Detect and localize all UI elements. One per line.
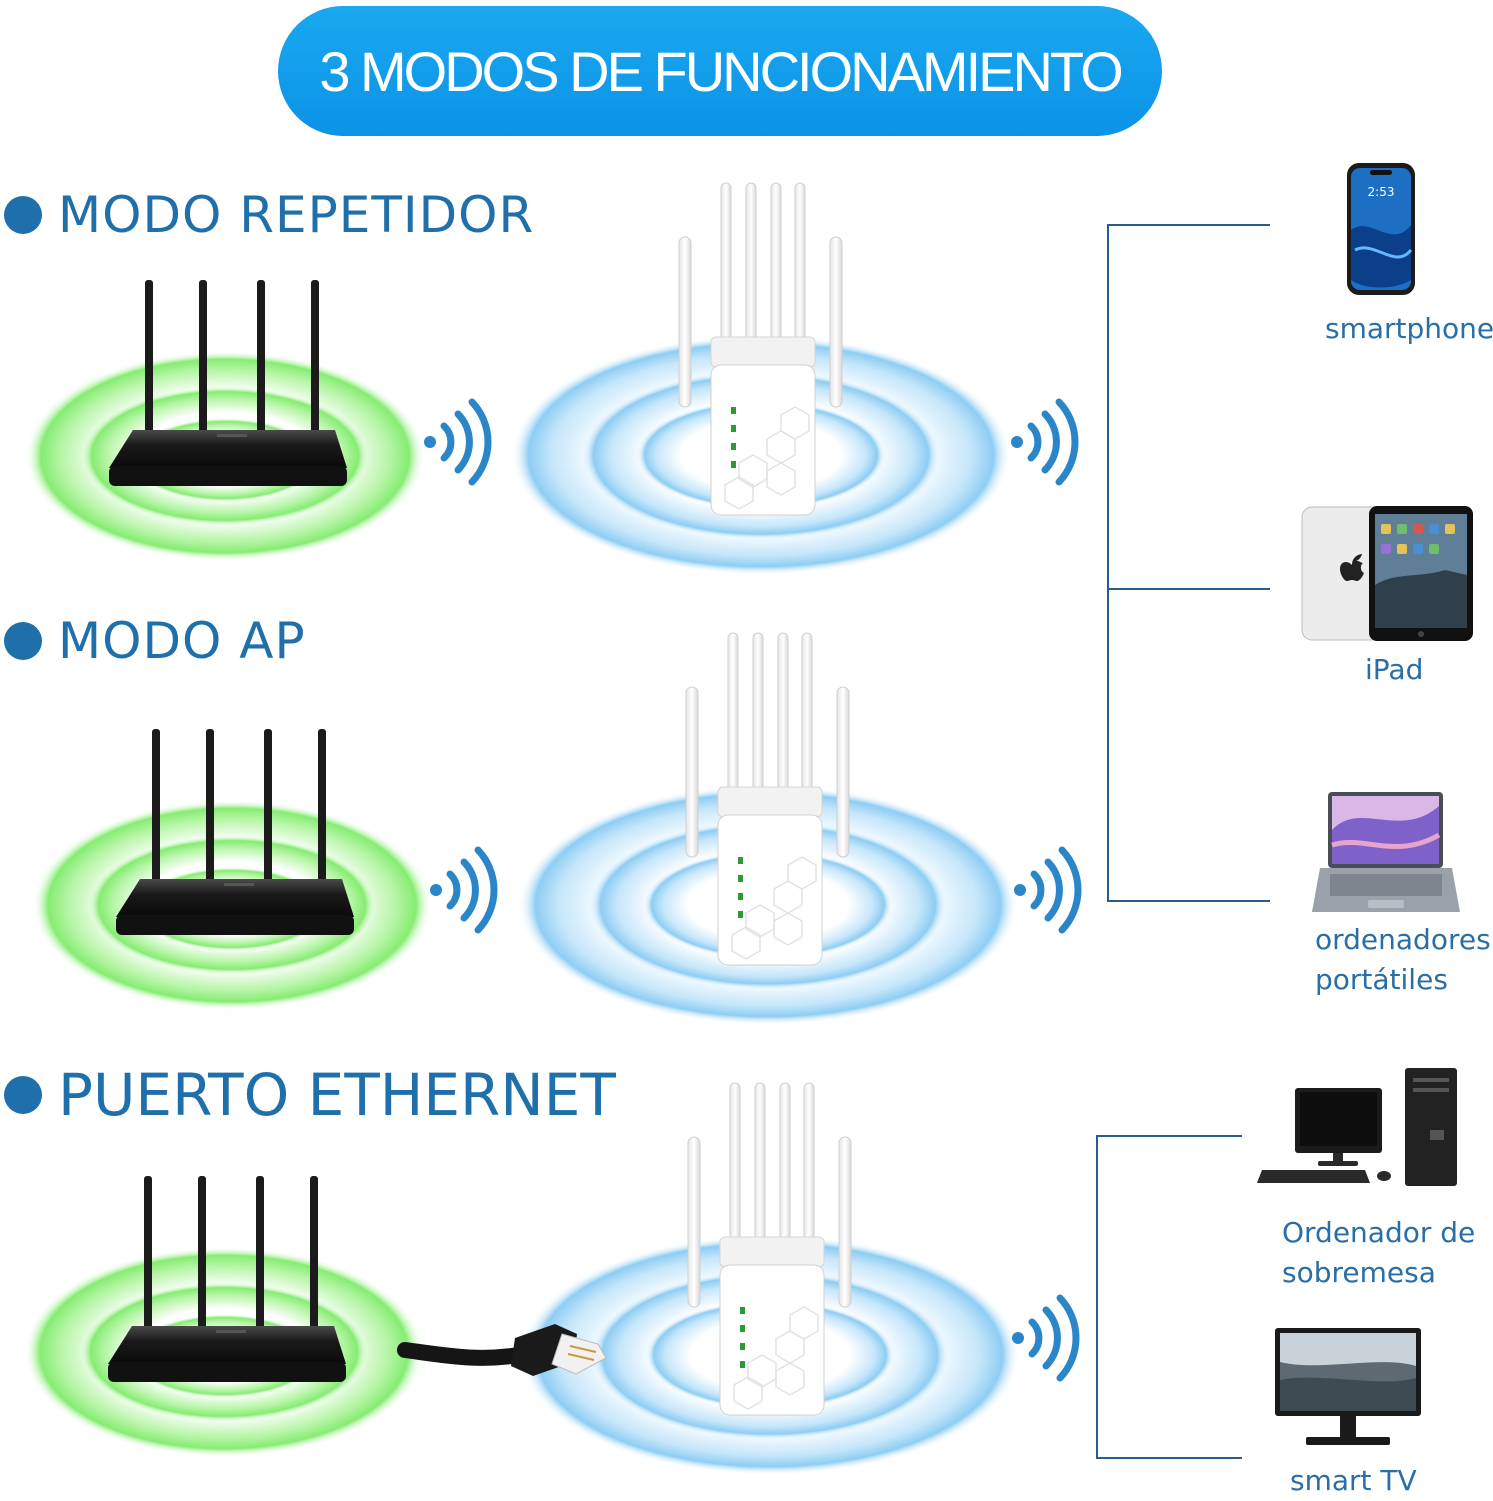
connector-vertical xyxy=(1107,224,1109,902)
desktop-computer-icon xyxy=(1257,1068,1457,1186)
mode-label: MODO REPETIDOR xyxy=(58,186,535,244)
mode-ethernet-heading: PUERTO ETHERNET xyxy=(4,1066,616,1124)
mode-label: PUERTO ETHERNET xyxy=(58,1061,616,1129)
banner-title: 3 MODOS DE FUNCIONAMIENTO xyxy=(319,39,1123,103)
wifi-extender-icon xyxy=(510,182,1012,576)
title-banner: 3 MODOS DE FUNCIONAMIENTO xyxy=(278,6,1162,136)
connector-branch xyxy=(1107,588,1270,590)
wifi-waves-icon xyxy=(430,850,494,930)
wifi-waves-icon xyxy=(1011,402,1075,482)
wifi-extender-icon xyxy=(517,632,1019,1026)
device-label-smartphone: smartphone xyxy=(1325,312,1493,345)
connector-branch xyxy=(1107,900,1270,902)
mode-label: MODO AP xyxy=(58,612,306,670)
connector-branch xyxy=(1096,1135,1242,1137)
wifi-waves-icon xyxy=(1012,1298,1076,1378)
device-label-laptop-2: portátiles xyxy=(1315,963,1448,996)
connector-branch xyxy=(1107,224,1270,226)
connector-vertical xyxy=(1096,1135,1098,1459)
smartphone-icon: 2:53 xyxy=(1347,163,1415,295)
bullet-dot xyxy=(4,1076,42,1114)
tv-icon xyxy=(1275,1328,1421,1445)
wifi-router-icon xyxy=(24,1176,424,1457)
wifi-router-icon xyxy=(25,280,425,561)
device-label-desktop: Ordenador de xyxy=(1282,1216,1476,1249)
wifi-extender-icon xyxy=(519,1082,1021,1476)
device-label-desktop-2: sobremesa xyxy=(1282,1256,1436,1289)
wifi-waves-icon xyxy=(424,402,488,482)
mode-ap-heading: MODO AP xyxy=(4,616,306,666)
bullet-dot xyxy=(4,622,42,660)
bullet-dot xyxy=(4,196,42,234)
device-label-tv: smart TV xyxy=(1290,1464,1417,1497)
wifi-router-icon xyxy=(32,729,432,1010)
wifi-waves-icon xyxy=(1014,850,1078,930)
laptop-icon xyxy=(1312,792,1460,912)
connector-branch xyxy=(1096,1457,1242,1459)
ethernet-cable-icon xyxy=(397,1324,607,1376)
mode-repetidor-heading: MODO REPETIDOR xyxy=(4,190,534,240)
tablet-icon xyxy=(1301,506,1473,641)
device-label-laptop: ordenadores xyxy=(1315,923,1491,956)
phone-clock: 2:53 xyxy=(1368,185,1395,199)
device-label-ipad: iPad xyxy=(1365,653,1424,686)
